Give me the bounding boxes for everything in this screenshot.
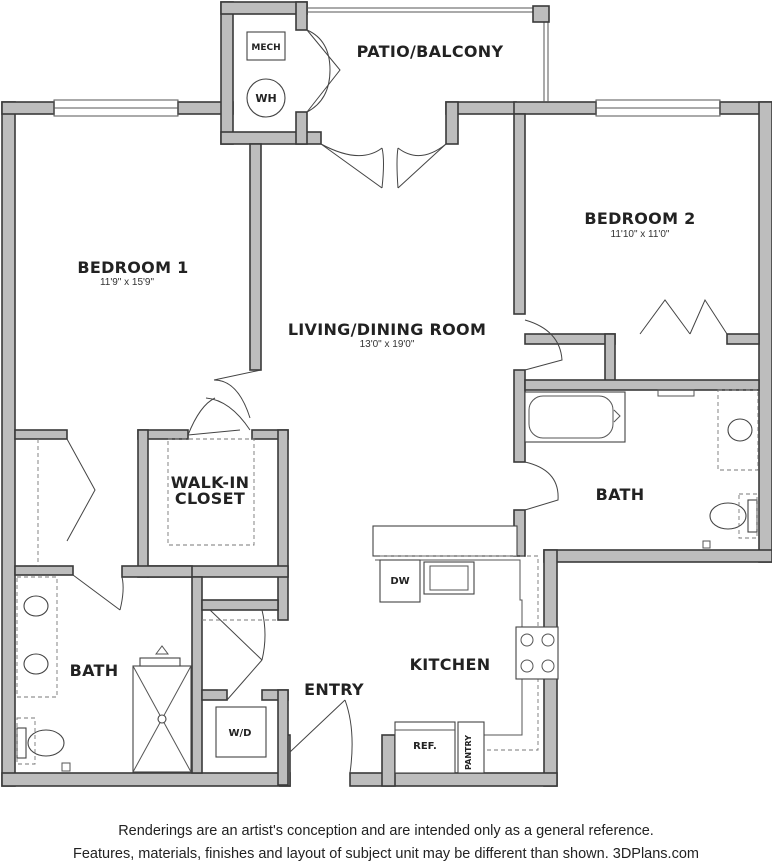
living-label: LIVING/DINING ROOM (288, 320, 486, 339)
patio-railing (307, 5, 550, 102)
bathtub (524, 391, 626, 443)
kitchen-sink (423, 561, 475, 595)
living-dims: 13'0" x 19'0" (360, 339, 415, 350)
kitchen-bar (372, 525, 518, 557)
toilet-tank-2 (747, 499, 758, 533)
interior-walls (14, 113, 760, 786)
closet-label-line2: CLOSET (175, 489, 245, 508)
disclaimer-line1: Renderings are an artist's conception an… (118, 823, 654, 839)
dw-label: DW (390, 576, 409, 587)
entry-label: ENTRY (304, 680, 364, 699)
kitchen-label: KITCHEN (410, 655, 491, 674)
ref-label: REF. (413, 741, 437, 752)
pantry-label: PANTRY (464, 735, 473, 770)
toilet-bowl-2 (709, 502, 747, 530)
room-labels: PATIO/BALCONY BEDROOM 1 11'9" x 15'9" BE… (70, 42, 696, 699)
windows (53, 99, 721, 117)
washer-dryer (215, 706, 267, 758)
disclaimer-line2: Features, materials, finishes and layout… (73, 846, 699, 862)
floor-plan: PATIO/BALCONY BEDROOM 1 11'9" x 15'9" BE… (1, 1, 772, 787)
bath1-label: BATH (70, 661, 119, 680)
doors (66, 29, 728, 774)
sink-1a (23, 595, 49, 617)
wh-label: WH (255, 92, 276, 105)
closet-label-line1: WALK-IN (171, 473, 250, 492)
disclaimer: Renderings are an artist's conception an… (0, 820, 772, 866)
dishwasher (379, 559, 421, 603)
bath2-label: BATH (596, 485, 645, 504)
mech-box (246, 31, 286, 61)
toilet-tank-1 (16, 727, 27, 759)
sink-1b (23, 653, 49, 675)
water-heater (246, 78, 286, 118)
bedroom2-label: BEDROOM 2 (584, 209, 695, 228)
bedroom1-label: BEDROOM 1 (77, 258, 188, 277)
bedroom1-dims: 11'9" x 15'9" (100, 277, 155, 288)
toilet-bowl-1 (27, 729, 65, 757)
pantry (457, 721, 485, 774)
bedroom2-dims: 11'10" x 11'0" (611, 229, 670, 240)
fixture-labels: MECH WH DW REF. PANTRY W/D (229, 43, 473, 770)
sink-2 (727, 418, 753, 442)
fixtures (16, 31, 759, 774)
wd-label: W/D (229, 728, 252, 739)
patio-label: PATIO/BALCONY (357, 42, 504, 61)
mech-label: MECH (251, 43, 280, 53)
